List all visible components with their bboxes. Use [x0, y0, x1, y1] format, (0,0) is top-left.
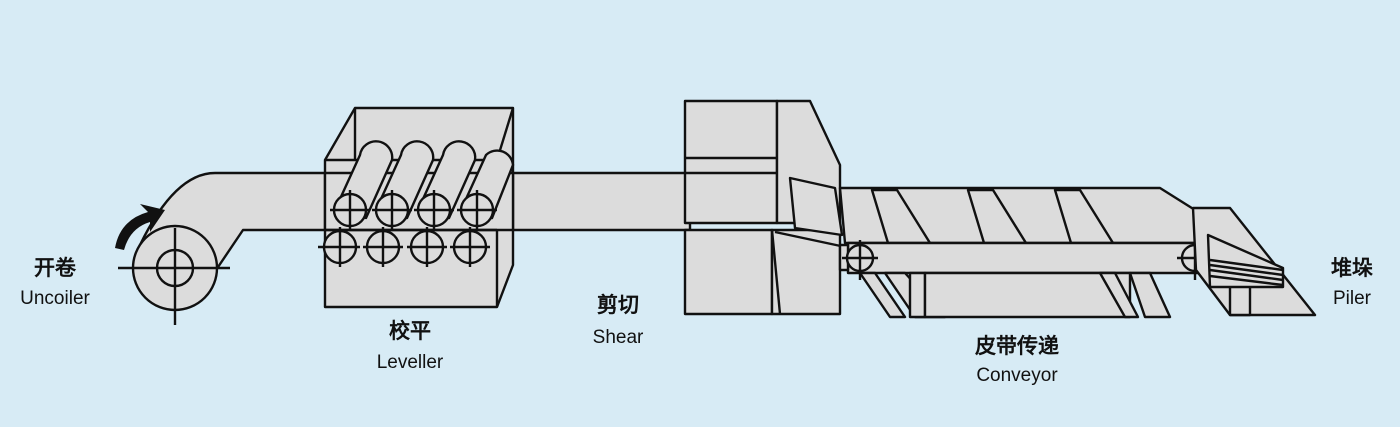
shear [683, 99, 851, 316]
leveller [318, 106, 515, 309]
uncoiler [115, 204, 230, 325]
label-leveller: 校平 Leveller [377, 319, 444, 373]
piler-zh: 堆垛 [1331, 256, 1373, 280]
label-uncoiler: 开卷 Uncoiler [20, 256, 90, 309]
uncoiler-zh: 开卷 [34, 256, 77, 280]
conveyor [838, 186, 1215, 319]
shear-en: Shear [593, 327, 644, 348]
label-piler: 堆垛 Piler [1331, 256, 1373, 309]
piler-en: Piler [1333, 288, 1372, 309]
label-conveyor: 皮带传递 Conveyor [975, 334, 1059, 386]
piler [1191, 206, 1317, 317]
label-shear: 剪切 Shear [593, 293, 644, 348]
feed-arrow-icon [115, 204, 165, 250]
conveyor-zh: 皮带传递 [975, 334, 1059, 358]
shear-zh: 剪切 [597, 293, 639, 317]
uncoiler-en: Uncoiler [20, 288, 90, 309]
leveller-en: Leveller [377, 352, 444, 373]
conveyor-en: Conveyor [976, 365, 1058, 386]
leveller-zh: 校平 [389, 319, 431, 343]
